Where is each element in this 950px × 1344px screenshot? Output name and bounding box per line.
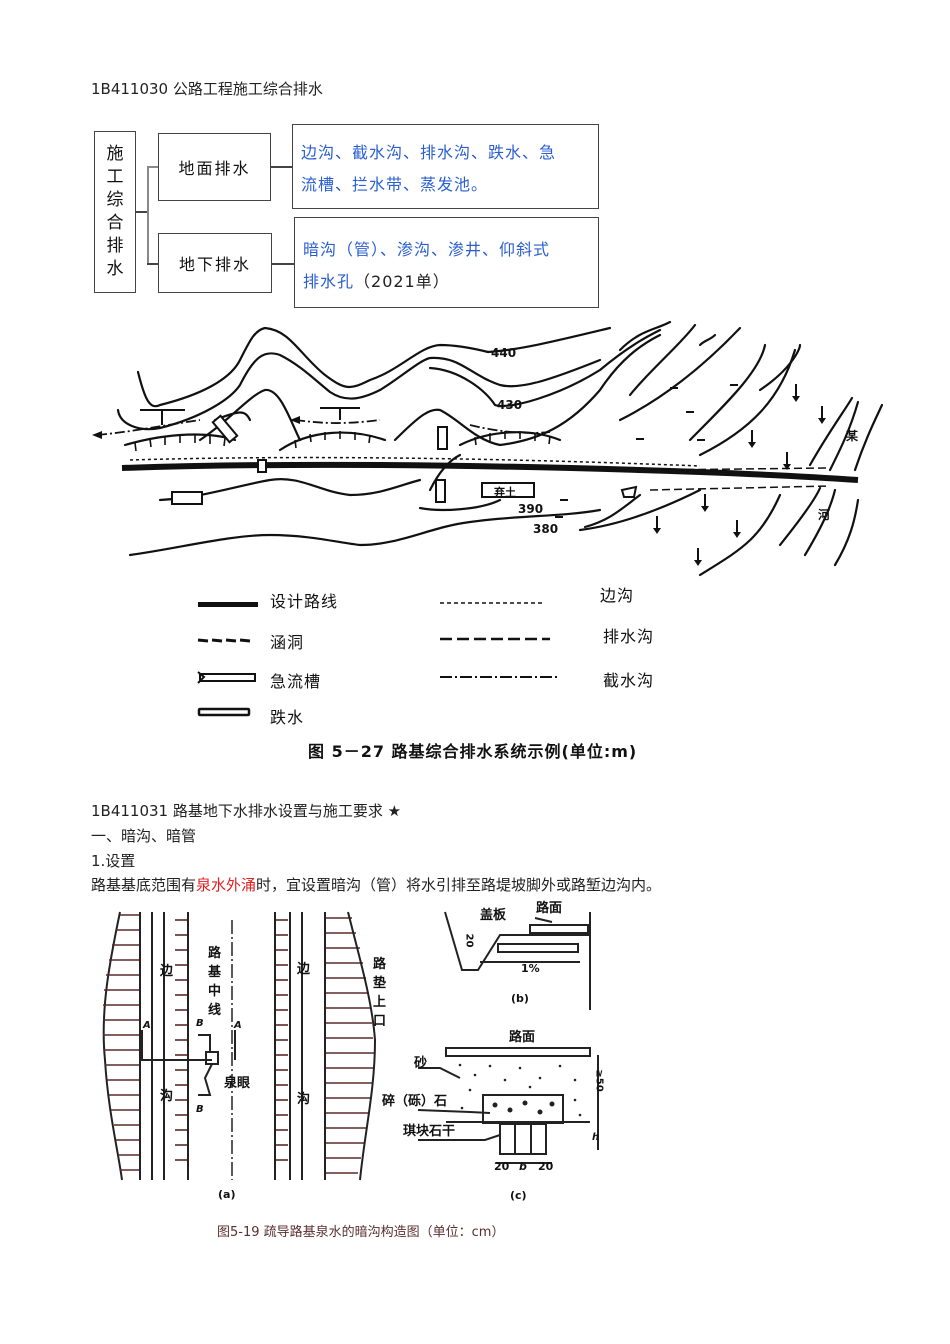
subheading: 一、暗沟、暗管 [91, 827, 197, 845]
legend-label: 边沟 [600, 586, 635, 605]
contour-label-380: 380 [533, 522, 559, 536]
highlight-text: 泉水外涌 [196, 876, 257, 894]
ditch-label: 边 [160, 964, 174, 979]
chute-symbol [197, 671, 256, 684]
root-char: 综 [106, 190, 124, 210]
legend-label: 排水沟 [603, 627, 655, 646]
dimension-label: 20 [463, 933, 475, 948]
panel-label: (b) [511, 992, 529, 1005]
legend-symbols [197, 602, 560, 717]
root-char: 合 [106, 213, 124, 233]
section-heading-1: 1B411030 公路工程施工综合排水 [91, 80, 323, 98]
contour-label-390: 390 [518, 502, 544, 516]
dimension-label: 20 [538, 1160, 554, 1173]
ditch-label: 沟 [297, 1092, 311, 1107]
river-label: 某 [846, 429, 859, 443]
dimension-label: h [592, 1132, 600, 1143]
underground-items-line: 排水孔 [303, 272, 355, 291]
paragraph-text: 时，宜设置暗沟（管）将水引排至路堤坡脚外或路堑边沟内。 [256, 876, 662, 894]
underground-drainage-items-box: 暗沟（管）、渗沟、渗井、仰斜式 排水孔（2021单） [294, 217, 599, 308]
gravel-label: 碎（砾）石 [382, 1094, 448, 1109]
design-route-line-symbol [198, 602, 258, 607]
legend-label: 设计路线 [270, 592, 339, 611]
underground-items-line: 暗沟（管）、渗沟、渗井、仰斜式 [303, 240, 551, 259]
river-label: 河 [818, 508, 831, 522]
contour-label-440: 440 [491, 346, 517, 360]
sand-label: 砂 [414, 1056, 428, 1071]
root-char: 水 [106, 259, 124, 279]
contour-label-430: 430 [497, 398, 523, 412]
connector-line [272, 263, 294, 265]
exam-note: （2021单） [354, 272, 450, 291]
section-mark: B [196, 1018, 204, 1029]
spoil-label: 弃土 [494, 486, 516, 499]
section-heading-2: 1B411031 路基地下水排水设置与施工要求 ★ [91, 802, 402, 820]
ditch-label: 沟 [160, 1089, 174, 1104]
legend-label: 截水沟 [603, 671, 655, 690]
slope-label: 1% [521, 962, 540, 975]
spring-label: 泉眼 [224, 1076, 251, 1091]
drop-symbol [197, 707, 251, 717]
legend-label: 涵洞 [270, 633, 305, 652]
cover-label: 盖板 [480, 908, 507, 923]
connector-line [147, 166, 149, 264]
panel-label: (a) [218, 1188, 236, 1201]
legend-label: 跌水 [270, 708, 305, 727]
root-char: 施 [106, 144, 124, 164]
root-char: 工 [106, 167, 124, 187]
section-mark: B [196, 1104, 204, 1115]
dimension-label: b [519, 1160, 527, 1173]
connector-line [271, 166, 293, 168]
underground-drainage-label: 地下排水 [178, 255, 251, 274]
section-mark: A [143, 1020, 151, 1031]
map-drawing [92, 320, 884, 577]
dimension-label: 20 [494, 1160, 510, 1173]
figure-caption: 图5-19 疏导路基泉水的暗沟构造图（单位：cm） [217, 1225, 505, 1240]
flowchart-underground-drainage-box: 地下排水 [158, 233, 272, 293]
root-char: 排 [106, 236, 124, 256]
culvert-symbol [197, 638, 251, 643]
ditch-label: 边 [297, 962, 311, 977]
panel-label: (c) [510, 1189, 527, 1202]
body-paragraph: 路基基底范围有泉水外涌时，宜设置暗沟（管）将水引排至路堤坡脚外或路堑边沟内。 [91, 874, 661, 895]
connector-line [136, 211, 148, 213]
cut-top-label: 路垫上口 [373, 957, 387, 1029]
section-mark: A [234, 1020, 242, 1031]
figure-caption: 图 5－27 路基综合排水系统示例(单位:m) [308, 742, 638, 761]
surface-items-line: 流槽、拦水带、蒸发池。 [301, 175, 489, 194]
connector-line [147, 263, 159, 265]
flowchart-root-box: 施 工 综 合 排 水 [94, 131, 136, 293]
masonry-label: 琪块石干 [403, 1124, 456, 1139]
paragraph-text: 路基基底范围有 [91, 876, 197, 894]
flowchart-surface-drainage-box: 地面排水 [158, 133, 271, 201]
surface-drainage-label: 地面排水 [178, 159, 251, 178]
surface-items-line: 边沟、截水沟、排水沟、跌水、急 [301, 143, 557, 162]
pavement-label: 路面 [536, 901, 563, 916]
surface-drainage-items-box: 边沟、截水沟、排水沟、跌水、急 流槽、拦水带、蒸发池。 [292, 124, 599, 209]
connector-line [147, 166, 159, 168]
centerline-label: 路基中线 [208, 946, 222, 1018]
item-title: 1.设置 [91, 852, 136, 870]
pavement-label: 路面 [509, 1030, 536, 1045]
legend-label: 急流槽 [270, 672, 322, 691]
dimension-label: ≥50 [593, 1069, 605, 1092]
